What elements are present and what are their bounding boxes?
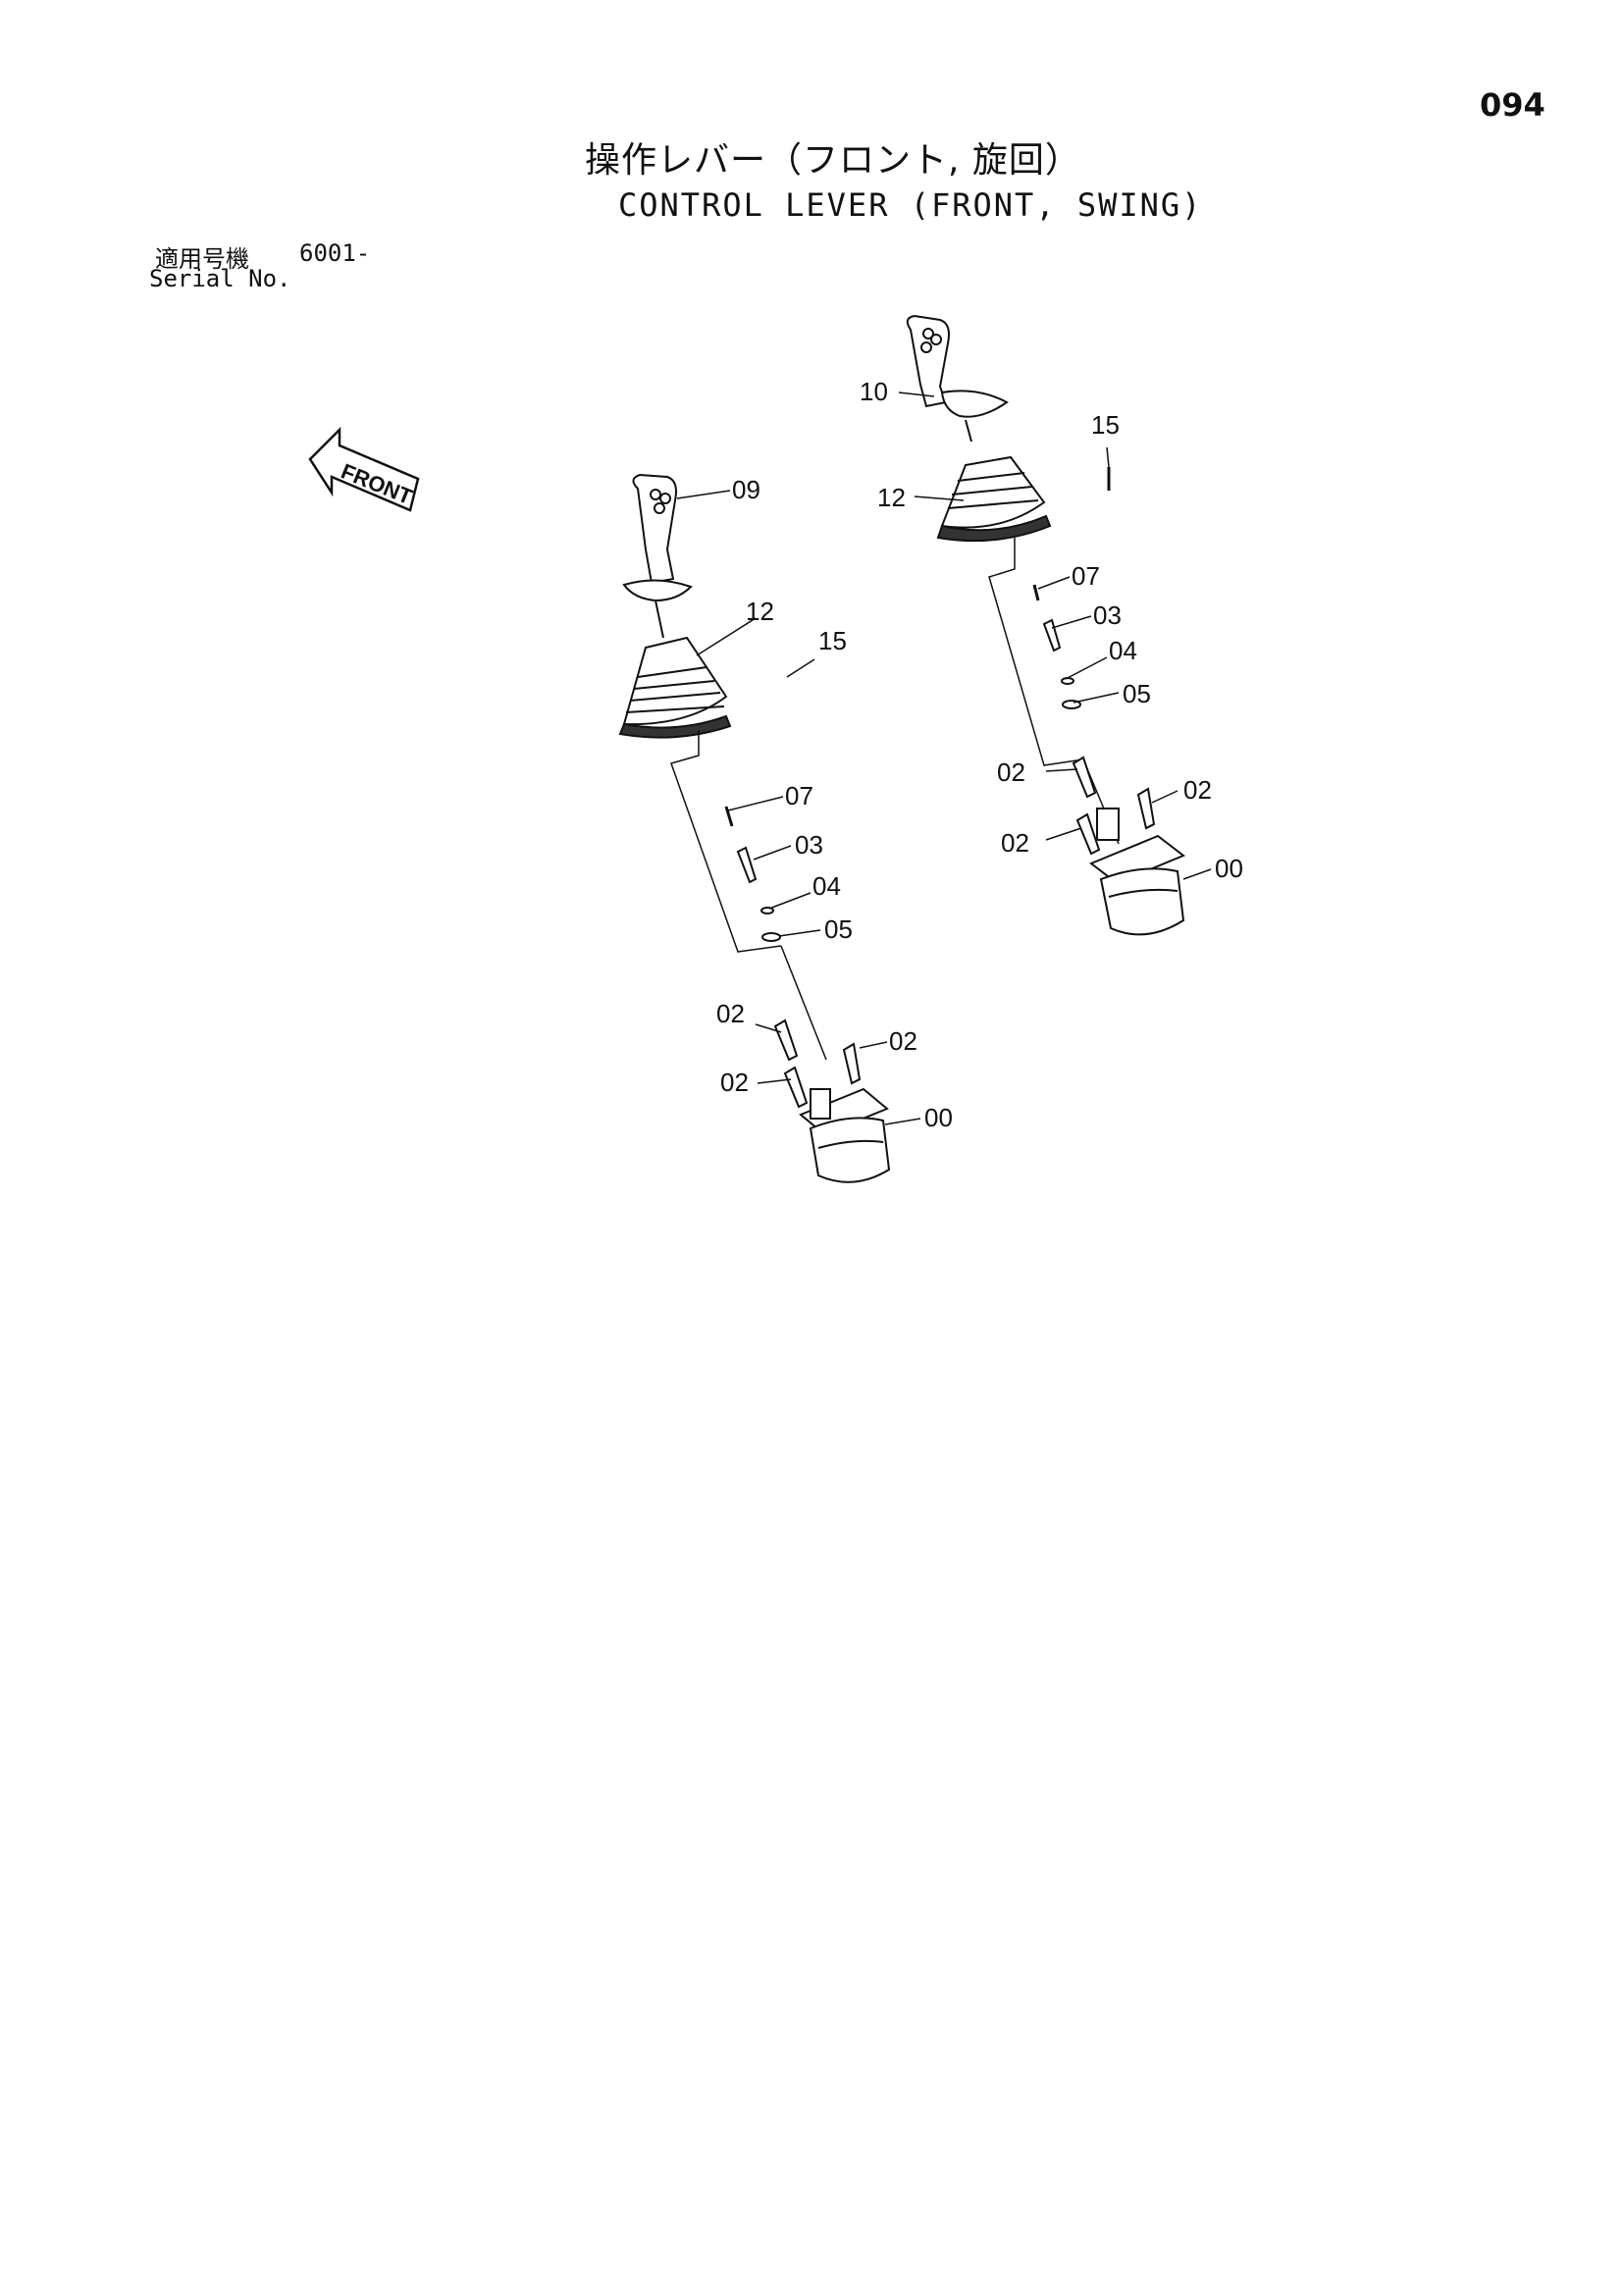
right-callouts: 10 15 12 07 03 04 05 02 02 02 00 bbox=[860, 377, 1243, 883]
callout-02: 02 bbox=[716, 999, 745, 1028]
title-english: CONTROL LEVER (FRONT, SWING) bbox=[618, 186, 1203, 224]
callout-05: 05 bbox=[1123, 679, 1151, 708]
callout-03: 03 bbox=[795, 830, 823, 860]
callout-00: 00 bbox=[924, 1103, 953, 1132]
title-japanese: 操作レバー（フロント, 旋回） bbox=[585, 140, 1081, 181]
callout-02: 02 bbox=[1001, 828, 1029, 858]
left-pilot-valve-00 bbox=[799, 1087, 891, 1183]
callout-02: 02 bbox=[889, 1026, 917, 1056]
left-boot-12 bbox=[618, 636, 732, 739]
callout-05: 05 bbox=[824, 914, 853, 944]
callout-02: 02 bbox=[1183, 775, 1212, 805]
serial-label-japanese: 適用号機 bbox=[155, 245, 249, 273]
callout-07: 07 bbox=[1072, 561, 1100, 591]
callout-03: 03 bbox=[1093, 600, 1122, 630]
left-grip-09 bbox=[622, 473, 693, 639]
callout-00: 00 bbox=[1215, 854, 1243, 883]
right-grip-10 bbox=[906, 314, 1009, 443]
callout-09: 09 bbox=[732, 475, 760, 504]
page-number: 094 bbox=[1480, 86, 1545, 124]
callout-04: 04 bbox=[812, 871, 841, 901]
serial-value: 6001- bbox=[299, 239, 371, 267]
callout-15: 15 bbox=[818, 626, 847, 655]
callout-10: 10 bbox=[860, 377, 888, 406]
callout-02: 02 bbox=[997, 757, 1025, 787]
leader-lines bbox=[676, 391, 1212, 1125]
front-direction-arrow-icon: FRONT bbox=[308, 426, 420, 512]
left-callouts: 09 12 15 07 03 04 05 02 02 02 00 bbox=[716, 475, 953, 1132]
right-lever-assembly bbox=[906, 314, 1185, 936]
right-boot-12 bbox=[936, 455, 1052, 543]
serial-label-english: Serial No. bbox=[149, 265, 291, 292]
callout-15: 15 bbox=[1091, 410, 1120, 440]
right-pilot-valve-00 bbox=[1089, 808, 1185, 936]
callout-12: 12 bbox=[746, 597, 774, 626]
callout-07: 07 bbox=[785, 781, 813, 810]
callout-04: 04 bbox=[1109, 636, 1137, 665]
left-lever-assembly bbox=[618, 473, 891, 1183]
callout-02: 02 bbox=[720, 1068, 749, 1097]
callout-12: 12 bbox=[877, 483, 906, 512]
